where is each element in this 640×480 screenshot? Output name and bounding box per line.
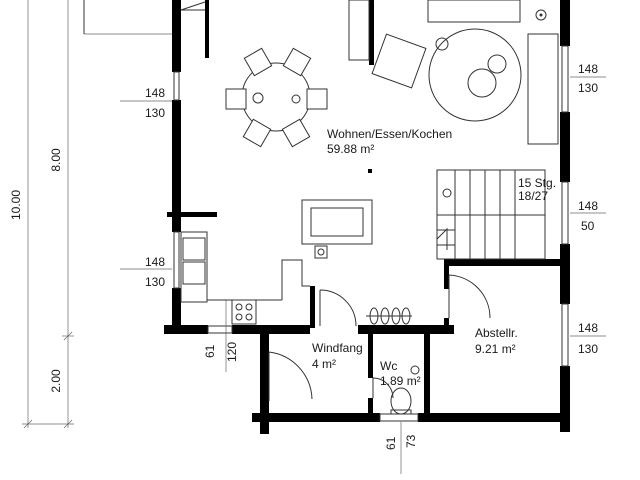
dining-table — [225, 47, 328, 148]
stairs-steps: 15 Stg. — [518, 176, 556, 190]
window-2-top: 148 — [145, 255, 165, 269]
center-marker — [368, 169, 372, 173]
room-wc-area: 1.89 m² — [380, 374, 421, 388]
kitchen — [180, 199, 373, 325]
window-3-top: 148 — [578, 62, 598, 76]
wall-dimensions: 61 120 61 73 — [203, 300, 418, 474]
dim-wall-left-b: 120 — [225, 342, 239, 362]
upper-built-ins — [83, 0, 370, 61]
window-5-bottom: 130 — [578, 342, 598, 356]
window-5-top: 148 — [578, 321, 598, 335]
stairs-ratio: 18/27 — [518, 189, 548, 203]
lounge-furniture — [371, 0, 559, 145]
dining-chairs — [225, 47, 328, 148]
windows — [173, 45, 569, 422]
doors — [268, 274, 491, 401]
dim-wall-bottom-a: 61 — [384, 436, 398, 450]
window-4-top: 148 — [578, 199, 598, 213]
dim-overall: 10.00 — [9, 190, 23, 220]
coat-rack — [366, 307, 412, 325]
window-4-bottom: 50 — [581, 219, 595, 233]
room-storage-name: Abstellr. — [475, 326, 518, 340]
room-wc-name: Wc — [380, 359, 397, 373]
dim-lower: 2.00 — [49, 369, 63, 393]
staircase — [436, 169, 546, 260]
room-living-name: Wohnen/Essen/Kochen — [327, 127, 452, 141]
dim-upper: 8.00 — [49, 148, 63, 172]
window-labels: 148 130 148 130 148 130 148 50 148 130 — [120, 62, 606, 356]
window-1-top: 148 — [145, 86, 165, 100]
room-storage-area: 9.21 m² — [475, 342, 516, 356]
window-1-bottom: 130 — [145, 106, 165, 120]
dimension-lines — [22, 0, 172, 429]
walls — [164, 0, 570, 434]
dim-wall-bottom-b: 73 — [404, 434, 418, 448]
room-entry-name: Windfang — [312, 341, 363, 355]
room-entry-area: 4 m² — [312, 357, 336, 371]
dim-wall-left-a: 61 — [203, 344, 217, 358]
window-2-bottom: 130 — [145, 275, 165, 289]
wc-fixtures — [390, 365, 420, 415]
room-living-area: 59.88 m² — [327, 142, 374, 156]
window-3-bottom: 130 — [578, 81, 598, 95]
